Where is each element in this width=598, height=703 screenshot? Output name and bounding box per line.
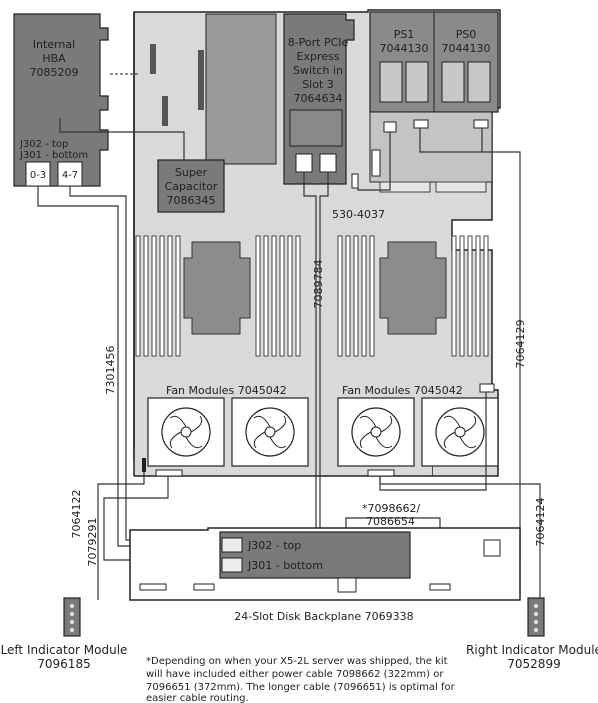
left-indicator-module: Left Indicator Module 7096185 xyxy=(1,597,128,671)
super-capacitor: Super Capacitor 7086345 xyxy=(157,159,225,213)
pcie-switch-card: 8-Port PCIe Express Switch in Slot 3 706… xyxy=(283,13,355,185)
hba-port2: 4-7 xyxy=(62,170,78,181)
cable-530-4037: 530-4037 xyxy=(332,208,385,221)
small-connector xyxy=(351,173,359,189)
fan-icon xyxy=(435,407,485,457)
cable-7098662-line1: *7098662/ xyxy=(362,502,420,515)
pcie-line3: Switch in xyxy=(293,64,343,77)
riser-slot-2 xyxy=(162,96,168,126)
fan-connector-right xyxy=(367,469,395,477)
footnote-line2: will have included either power cable 70… xyxy=(146,669,444,680)
fan-left-label: Fan Modules 7045042 xyxy=(166,384,287,397)
hba-title: Internal xyxy=(33,38,75,51)
left-indicator-port xyxy=(142,458,146,472)
right-module-name: Right Indicator Module xyxy=(466,643,598,657)
footnote-line4: easier cable routing. xyxy=(146,693,249,703)
cable-7064129: 7064129 xyxy=(514,320,527,369)
left-module-name: Left Indicator Module xyxy=(1,643,128,657)
hba-line2: HBA xyxy=(42,52,66,65)
ps0-name: PS0 xyxy=(456,28,477,41)
cable-7064122: 7064122 xyxy=(70,490,83,539)
pcie-line2: Express xyxy=(297,50,340,63)
cable-7064124: 7064124 xyxy=(534,498,547,547)
fan-icon xyxy=(161,407,211,457)
backplane-jbottom: J301 - bottom xyxy=(247,559,323,572)
supercap-part: 7086345 xyxy=(167,194,216,207)
power-supply-area: PS1 7044130 PS0 7044130 xyxy=(369,11,499,193)
cable-7098662-line2: 7086654 xyxy=(366,515,415,528)
fan-connector-left xyxy=(155,469,183,477)
backplane-jtop: J302 - top xyxy=(247,539,301,552)
hba-port1: 0-3 xyxy=(30,170,46,181)
riser-card xyxy=(205,13,277,165)
right-indicator-module: Right Indicator Module 7052899 xyxy=(466,597,598,671)
fan-icon xyxy=(245,407,295,457)
hba-part: 7085209 xyxy=(30,66,79,79)
cable-7301456: 7301456 xyxy=(104,346,117,395)
pcie-line1: 8-Port PCIe xyxy=(288,36,349,49)
cpu-area-left xyxy=(135,235,301,357)
supercap-line2: Capacitor xyxy=(165,180,218,193)
pcie-part: 7064634 xyxy=(294,92,343,105)
ps0-part: 7044130 xyxy=(442,42,491,55)
footnote: *Depending on when your X5-2L server was… xyxy=(146,656,456,703)
backplane-label: 24-Slot Disk Backplane 7069338 xyxy=(234,610,413,623)
fan-icon xyxy=(351,407,401,457)
chassis-connector xyxy=(479,383,495,393)
footnote-line1: *Depending on when your X5-2L server was… xyxy=(146,656,448,667)
left-module-part: 7096185 xyxy=(37,657,90,671)
fan-right-label: Fan Modules 7045042 xyxy=(342,384,463,397)
internal-hba: Internal HBA 7085209 J302 - top J301 - b… xyxy=(13,13,109,187)
supercap-line1: Super xyxy=(175,166,208,179)
riser-slot-3 xyxy=(198,50,204,110)
cable-7079291: 7079291 xyxy=(86,518,99,567)
cable-7089784: 7089784 xyxy=(312,260,325,309)
footnote-line3: 7096651 (372mm). The longer cable (70966… xyxy=(146,682,456,693)
disk-backplane: J302 - top J301 - bottom 24-Slot Disk Ba… xyxy=(129,527,521,623)
right-module-part: 7052899 xyxy=(507,657,560,671)
cpu-area-right xyxy=(337,235,489,357)
hba-jbottom: J301 - bottom xyxy=(19,150,88,161)
pcie-line4: Slot 3 xyxy=(302,78,334,91)
hba-jtop: J302 - top xyxy=(19,139,68,150)
ps1-name: PS1 xyxy=(394,28,415,41)
ps1-part: 7044130 xyxy=(380,42,429,55)
riser-slot-1 xyxy=(150,44,156,74)
